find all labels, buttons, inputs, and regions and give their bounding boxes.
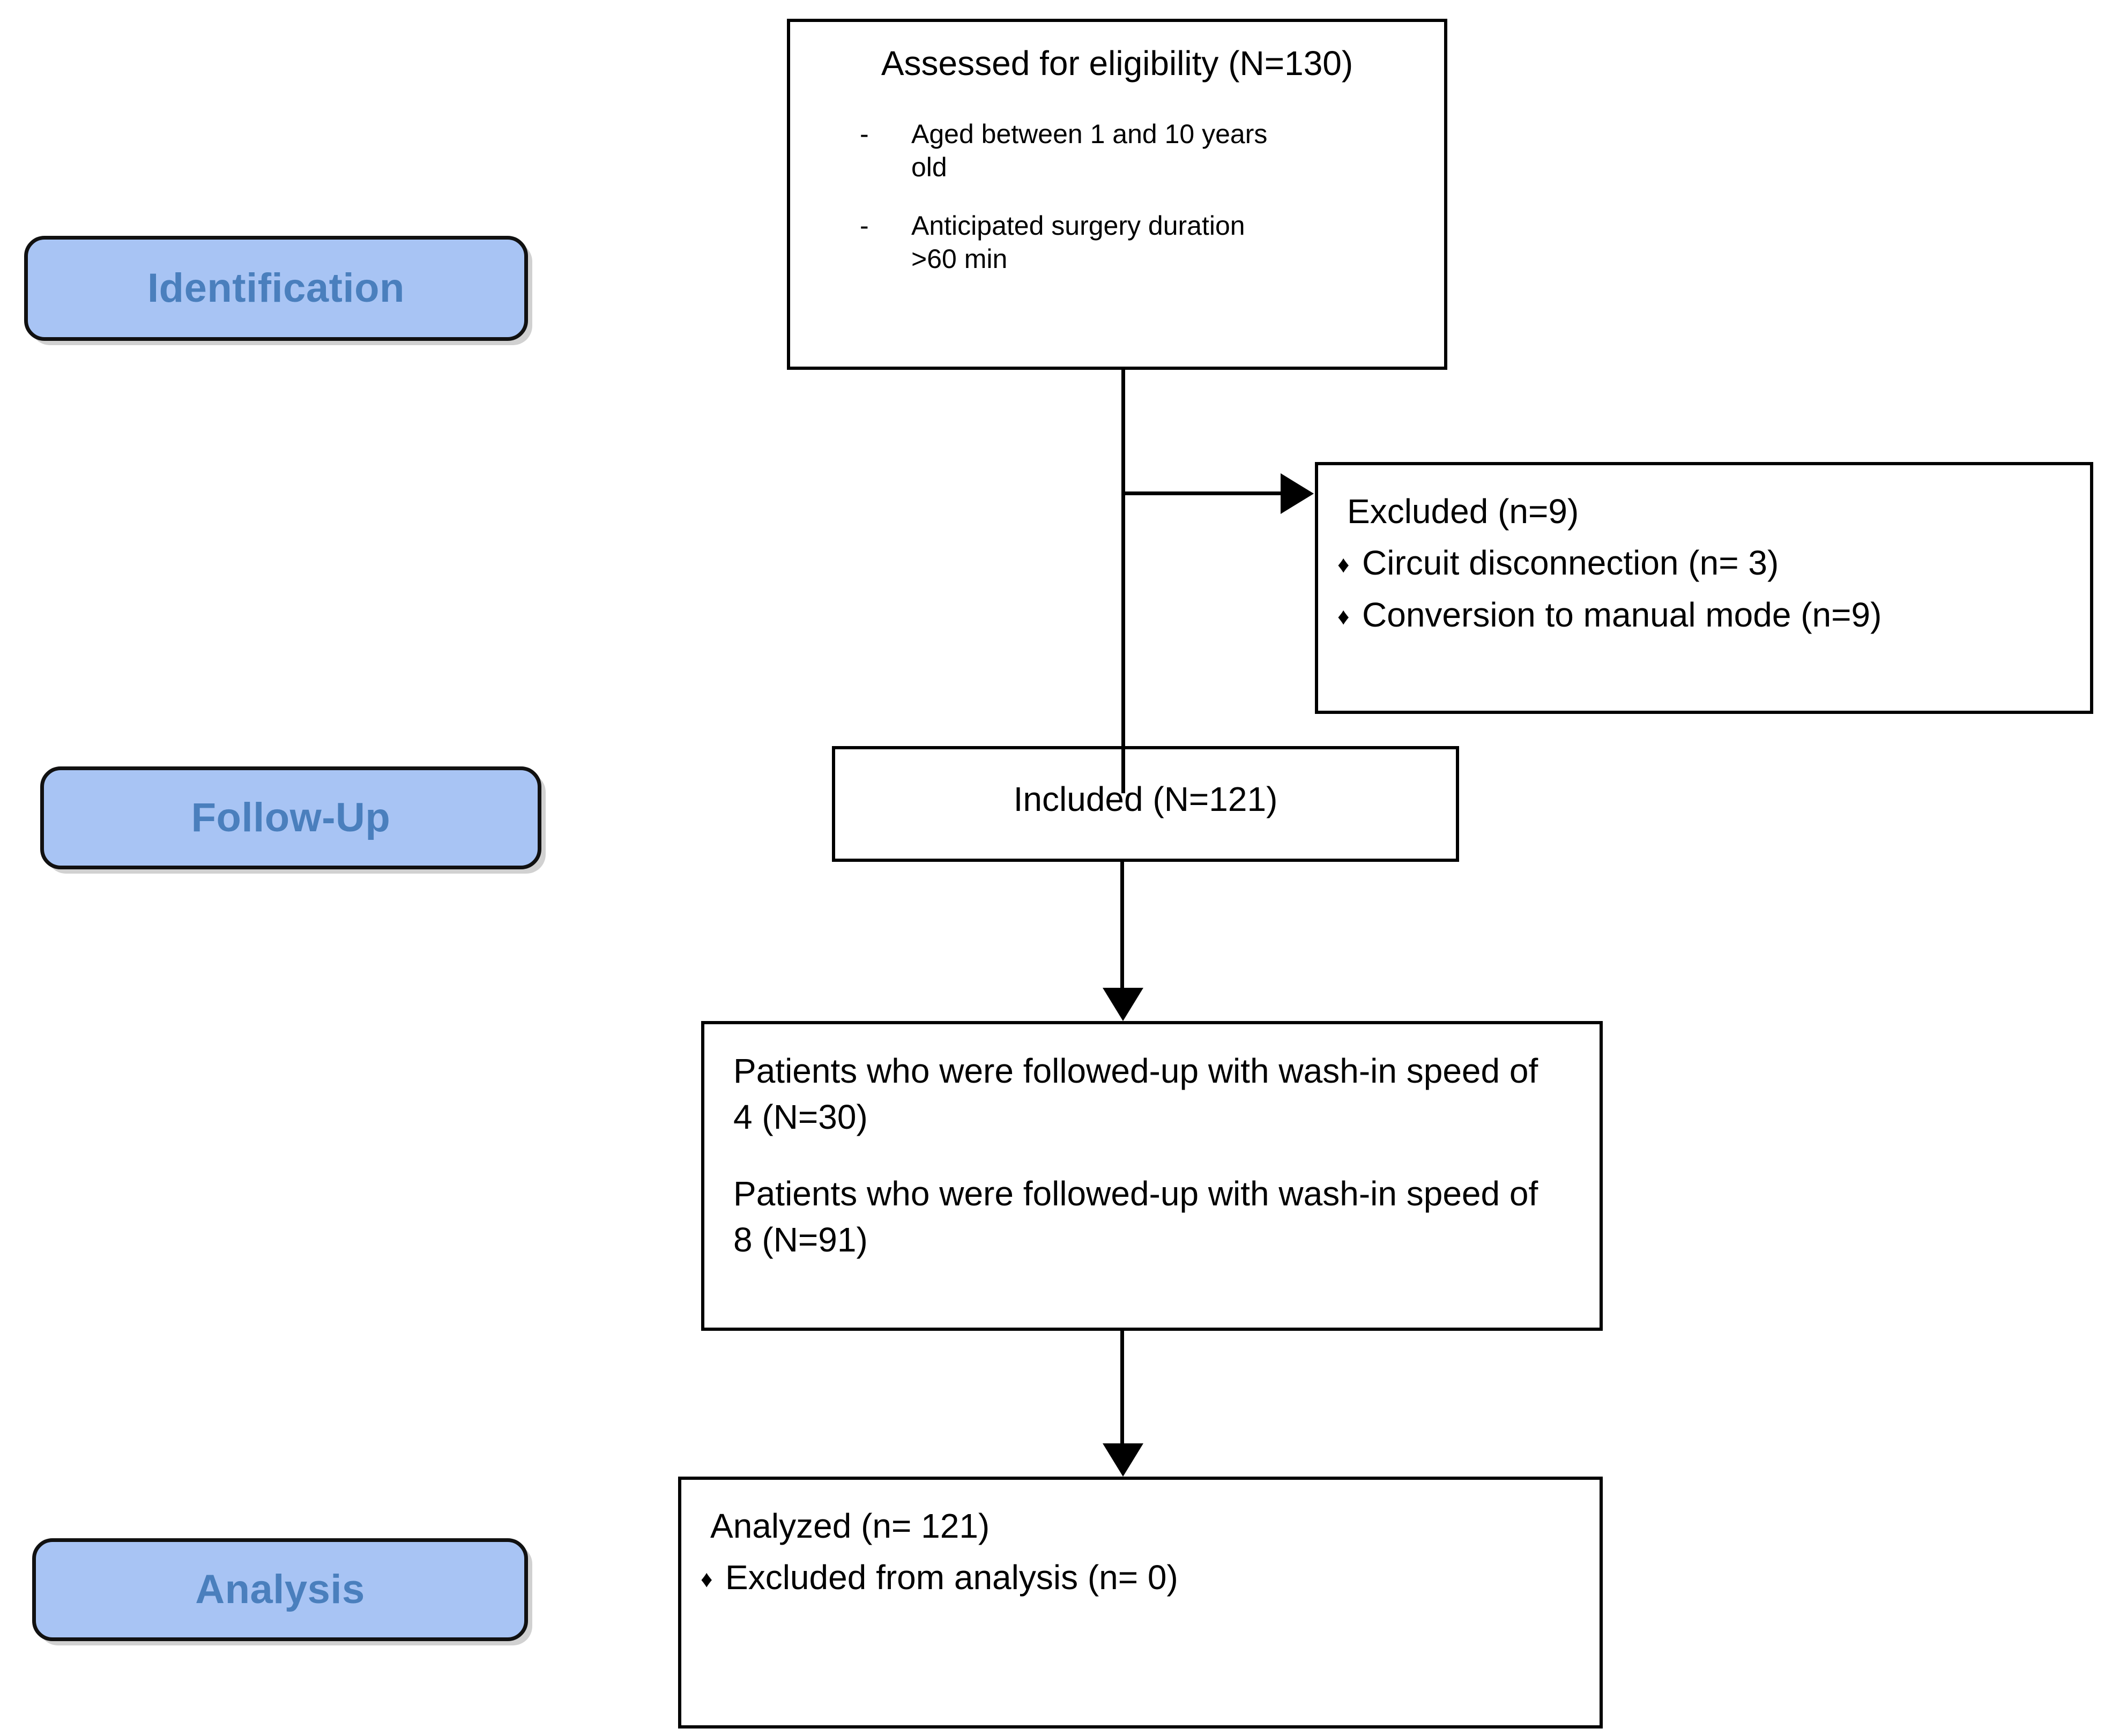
excluded-reason-list: ♦ Circuit disconnection (n= 3) ♦ Convers…	[1337, 541, 2090, 637]
eligibility-criterion-text: Aged between 1 and 10 years old	[911, 118, 1268, 183]
connector-to-excluded	[1121, 491, 1282, 495]
followed-up-text-block: Patients who were followed-up with wash-…	[733, 1048, 1600, 1263]
eligibility-criterion: - Aged between 1 and 10 years old	[790, 117, 1444, 184]
stage-badge-follow-up: Follow-Up	[40, 766, 541, 869]
arrowhead-down-icon	[1103, 1443, 1143, 1477]
eligibility-criteria-list: - Aged between 1 and 10 years old - Anti…	[790, 117, 1444, 276]
analyzed-heading: Analyzed (n= 121)	[710, 1507, 990, 1545]
connector-followed-up-to-analyzed	[1120, 1331, 1124, 1446]
arrowhead-down-icon	[1103, 988, 1143, 1021]
arrowhead-right-icon	[1281, 473, 1314, 514]
node-analyzed: Analyzed (n= 121) ♦ Excluded from analys…	[678, 1477, 1603, 1728]
excluded-reason-text: Conversion to manual mode (n=9)	[1362, 595, 1882, 634]
eligibility-title: Assessed for eligibility (N=130)	[881, 44, 1353, 83]
node-included: Included (N=121)	[832, 746, 1459, 862]
stage-badge-identification: Identification	[24, 236, 528, 341]
followed-up-line: Patients who were followed-up with wash-…	[733, 1174, 1538, 1260]
diamond-bullet-icon: ♦	[1337, 551, 1350, 578]
stage-label-identification: Identification	[147, 265, 405, 311]
diamond-bullet-icon: ♦	[1337, 603, 1350, 630]
connector-included-to-followed-up	[1120, 862, 1124, 990]
node-excluded: Excluded (n=9) ♦ Circuit disconnection (…	[1315, 462, 2093, 714]
stage-label-analysis: Analysis	[195, 1567, 365, 1612]
analyzed-exclusion-text: Excluded from analysis (n= 0)	[725, 1558, 1178, 1597]
excluded-reason-item: ♦ Circuit disconnection (n= 3)	[1337, 541, 2090, 585]
analyzed-exclusion-list: ♦ Excluded from analysis (n= 0)	[701, 1555, 1600, 1600]
excluded-heading: Excluded (n=9)	[1347, 492, 1579, 531]
analyzed-exclusion-item: ♦ Excluded from analysis (n= 0)	[701, 1555, 1600, 1600]
node-assessed-for-eligibility: Assessed for eligibility (N=130) - Aged …	[787, 19, 1447, 370]
eligibility-criterion-text: Anticipated surgery duration >60 min	[911, 210, 1245, 274]
excluded-reason-text: Circuit disconnection (n= 3)	[1362, 543, 1779, 582]
included-title: Included (N=121)	[1013, 780, 1278, 818]
node-followed-up: Patients who were followed-up with wash-…	[701, 1021, 1603, 1331]
dash-marker-icon: -	[860, 210, 869, 241]
dash-marker-icon: -	[860, 118, 869, 149]
eligibility-criterion: - Anticipated surgery duration >60 min	[790, 209, 1444, 276]
excluded-reason-item: ♦ Conversion to manual mode (n=9)	[1337, 593, 2090, 637]
stage-label-follow-up: Follow-Up	[191, 795, 391, 840]
followed-up-line: Patients who were followed-up with wash-…	[733, 1052, 1538, 1137]
stage-badge-analysis: Analysis	[32, 1538, 528, 1641]
connector-eligibility-to-included	[1121, 370, 1125, 793]
diamond-bullet-icon: ♦	[701, 1566, 713, 1592]
